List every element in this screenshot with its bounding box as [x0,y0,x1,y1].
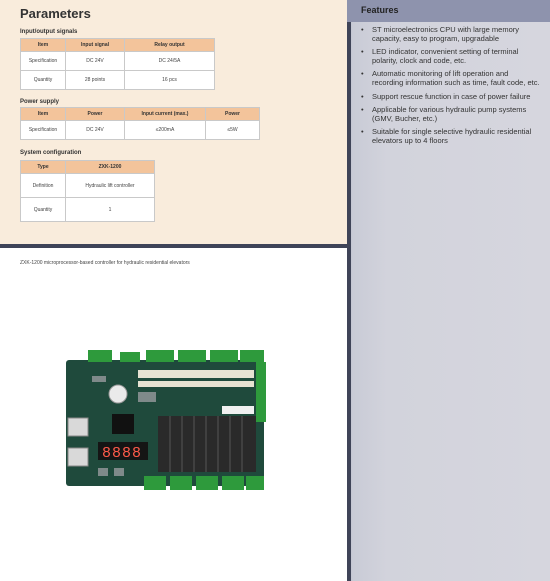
table-row: Definition Hydraulic lift controller [20,173,155,198]
table-row: Quantity 1 [20,197,155,222]
side-terminal-block [256,362,266,422]
bullet-icon: • [361,25,364,34]
small-components [92,376,156,476]
bullet-icon: • [361,69,364,79]
table-row: Specification DC 24V DC 24/5A [20,51,215,71]
table-header-cell: Input signal [65,38,125,52]
table-header-cell: Relay output [124,38,215,52]
table-header-row: Item Power Input current (max.) Power [20,107,260,121]
power-section-title: Power supply [20,99,60,105]
table-cell: ≤5W [205,120,260,140]
feature-text: Automatic monitoring of lift operation a… [372,69,540,87]
section-divider [0,244,347,248]
seven-segment-display [98,442,148,460]
config-section-title: System configuration [20,150,82,156]
buzzer [108,384,128,404]
table-row: Specification DC 24V ≤200mA ≤5W [20,120,260,140]
config-table: Type ZXK-1200 Definition Hydraulic lift … [20,160,155,222]
table-row: Quantity 28 points 16 pcs [20,70,215,90]
feature-text: LED indicator, convenient setting of ter… [372,47,519,65]
list-item: • LED indicator, convenient setting of te… [361,47,541,65]
features-list: • ST microelectronics CPU with large memo… [361,25,541,151]
io-table: Item Input signal Relay output Specifica… [20,38,215,90]
feature-text: Suitable for single selective hydraulic … [372,127,532,145]
table-header-cell: Power [205,107,260,121]
feature-text: ST microelectronics CPU with large memor… [372,25,519,43]
parameters-title: Parameters [20,6,91,21]
table-cell: Quantity [20,197,66,222]
table-cell: Specification [20,120,66,140]
features-panel: Features • ST microelectronics CPU with l… [347,0,550,581]
table-cell: DC 24V [65,120,125,140]
table-cell: DC 24V [65,51,125,71]
feature-text: Applicable for various hydraulic pump sy… [372,105,527,123]
network-port-icon [67,417,89,437]
bullet-icon: • [361,127,364,137]
table-header-row: Item Input signal Relay output [20,38,215,52]
io-section-title: Input/output signals [20,29,78,35]
parameters-panel: Parameters Input/output signals Item Inp… [0,0,347,244]
relay-block [158,416,256,472]
table-header-cell: ZXK-1200 [65,160,155,174]
features-title: Features [361,5,399,15]
relay-dividers [169,416,243,472]
table-header-cell: Type [20,160,66,174]
bullet-icon: • [361,105,364,115]
table-header-cell: Input current (max.) [124,107,206,121]
features-header: Features [347,0,550,22]
table-cell: 16 pcs [124,70,215,90]
table-cell: ≤200mA [124,120,206,140]
table-cell: 28 points [65,70,125,90]
table-header-cell: Item [20,38,66,52]
table-cell: 1 [65,197,155,222]
cpu-chip [112,414,134,434]
controller-board-image: 8888 [66,350,266,490]
table-cell: Hydraulic lift controller [65,173,155,198]
network-port-icon [67,447,89,467]
display-digits: 8888 [102,445,142,462]
barcode-label [222,406,254,414]
bullet-icon: • [361,47,364,57]
power-table: Item Power Input current (max.) Power Sp… [20,107,260,140]
bullet-icon: • [361,91,364,101]
table-cell: Specification [20,51,66,71]
table-cell: Quantity [20,70,66,90]
photo-caption: ZXK-1200 microprocessor-based controller… [20,260,190,266]
table-header-row: Type ZXK-1200 [20,160,155,174]
list-item: • Suitable for single selective hydraulic… [361,128,541,145]
table-header-cell: Power [65,107,125,121]
list-item: • Applicable for various hydraulic pump s… [361,105,541,123]
list-item: • ST microelectronics CPU with large memo… [361,25,541,43]
optocoupler-row [138,370,254,387]
feature-text: Support rescue function in case of power… [372,91,531,101]
list-item: • Automatic monitoring of lift operation … [361,70,541,87]
table-cell: Definition [20,173,66,198]
table-cell: DC 24/5A [124,51,215,71]
bottom-terminal-blocks [144,476,264,490]
table-header-cell: Item [20,107,66,121]
list-item: • Support rescue function in case of powe… [361,91,541,102]
top-terminal-blocks [88,350,264,362]
